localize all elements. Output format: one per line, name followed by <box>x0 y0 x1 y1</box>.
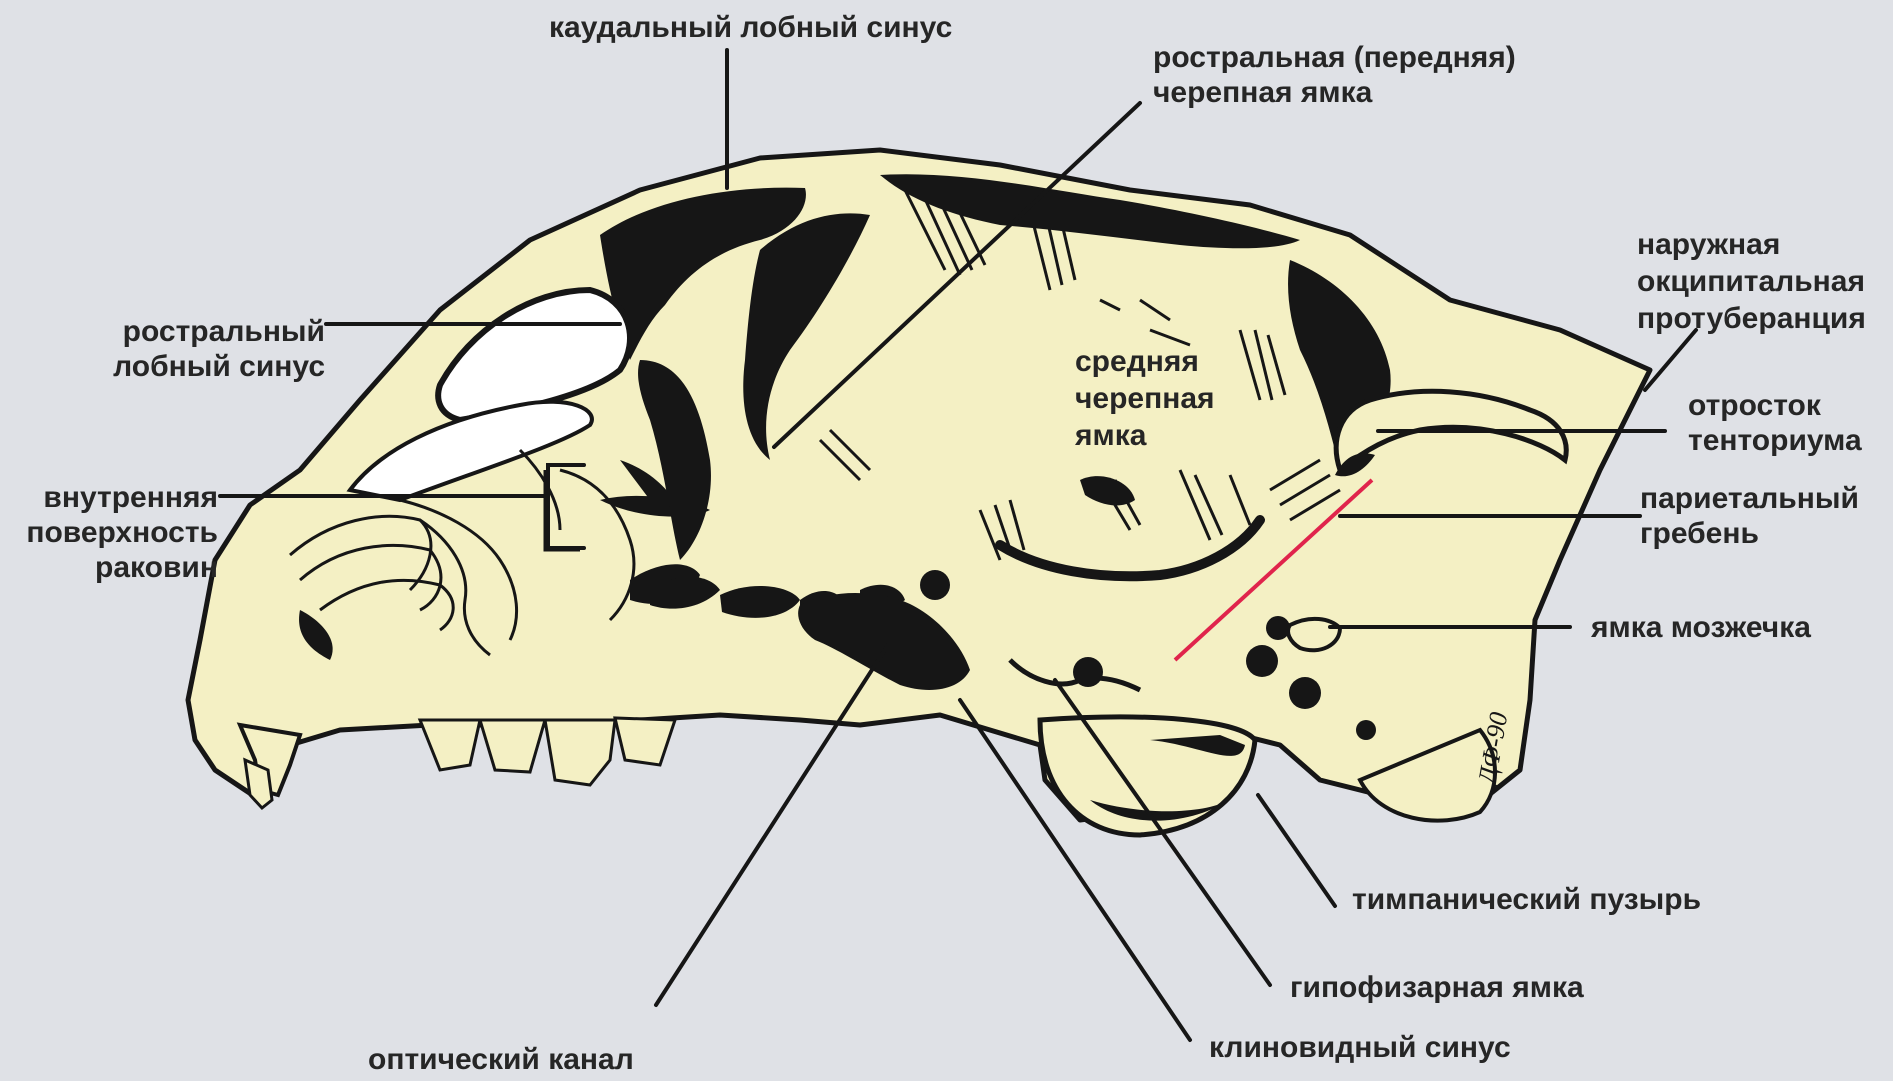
label-tympanic-bulla: тимпанический пузырь <box>1352 882 1701 917</box>
label-tentorium-process: отросток тенториума <box>1688 388 1862 458</box>
label-external-occipital-protuberance: наружная окципитальная протуберанция <box>1637 226 1866 337</box>
label-conchae-inner-surface: внутренняя поверхность раковин <box>0 480 218 585</box>
label-rostral-frontal-sinus: ростральный лобный синус <box>75 314 325 384</box>
label-hypophyseal-fossa: гипофизарная ямка <box>1290 970 1584 1005</box>
leader-tympanic-bulla <box>1258 795 1335 906</box>
label-rostral-cranial-fossa: ростральная (передняя) черепная ямка <box>1153 40 1516 110</box>
leader-external-occipital <box>1645 330 1696 390</box>
label-middle-cranial-fossa: средняя черепная ямка <box>1075 343 1215 454</box>
cheek-teeth <box>420 718 675 785</box>
label-optic-canal: оптический канал <box>368 1042 634 1077</box>
label-caudal-frontal-sinus: каудальный лобный синус <box>549 10 952 45</box>
label-sphenoid-sinus: клиновидный синус <box>1209 1030 1511 1065</box>
label-parietal-crest: париетальный гребень <box>1640 481 1859 551</box>
label-cerebellar-fossa: ямка мозжечка <box>1591 610 1811 645</box>
cerebellar-fossa-shape <box>1288 619 1340 650</box>
